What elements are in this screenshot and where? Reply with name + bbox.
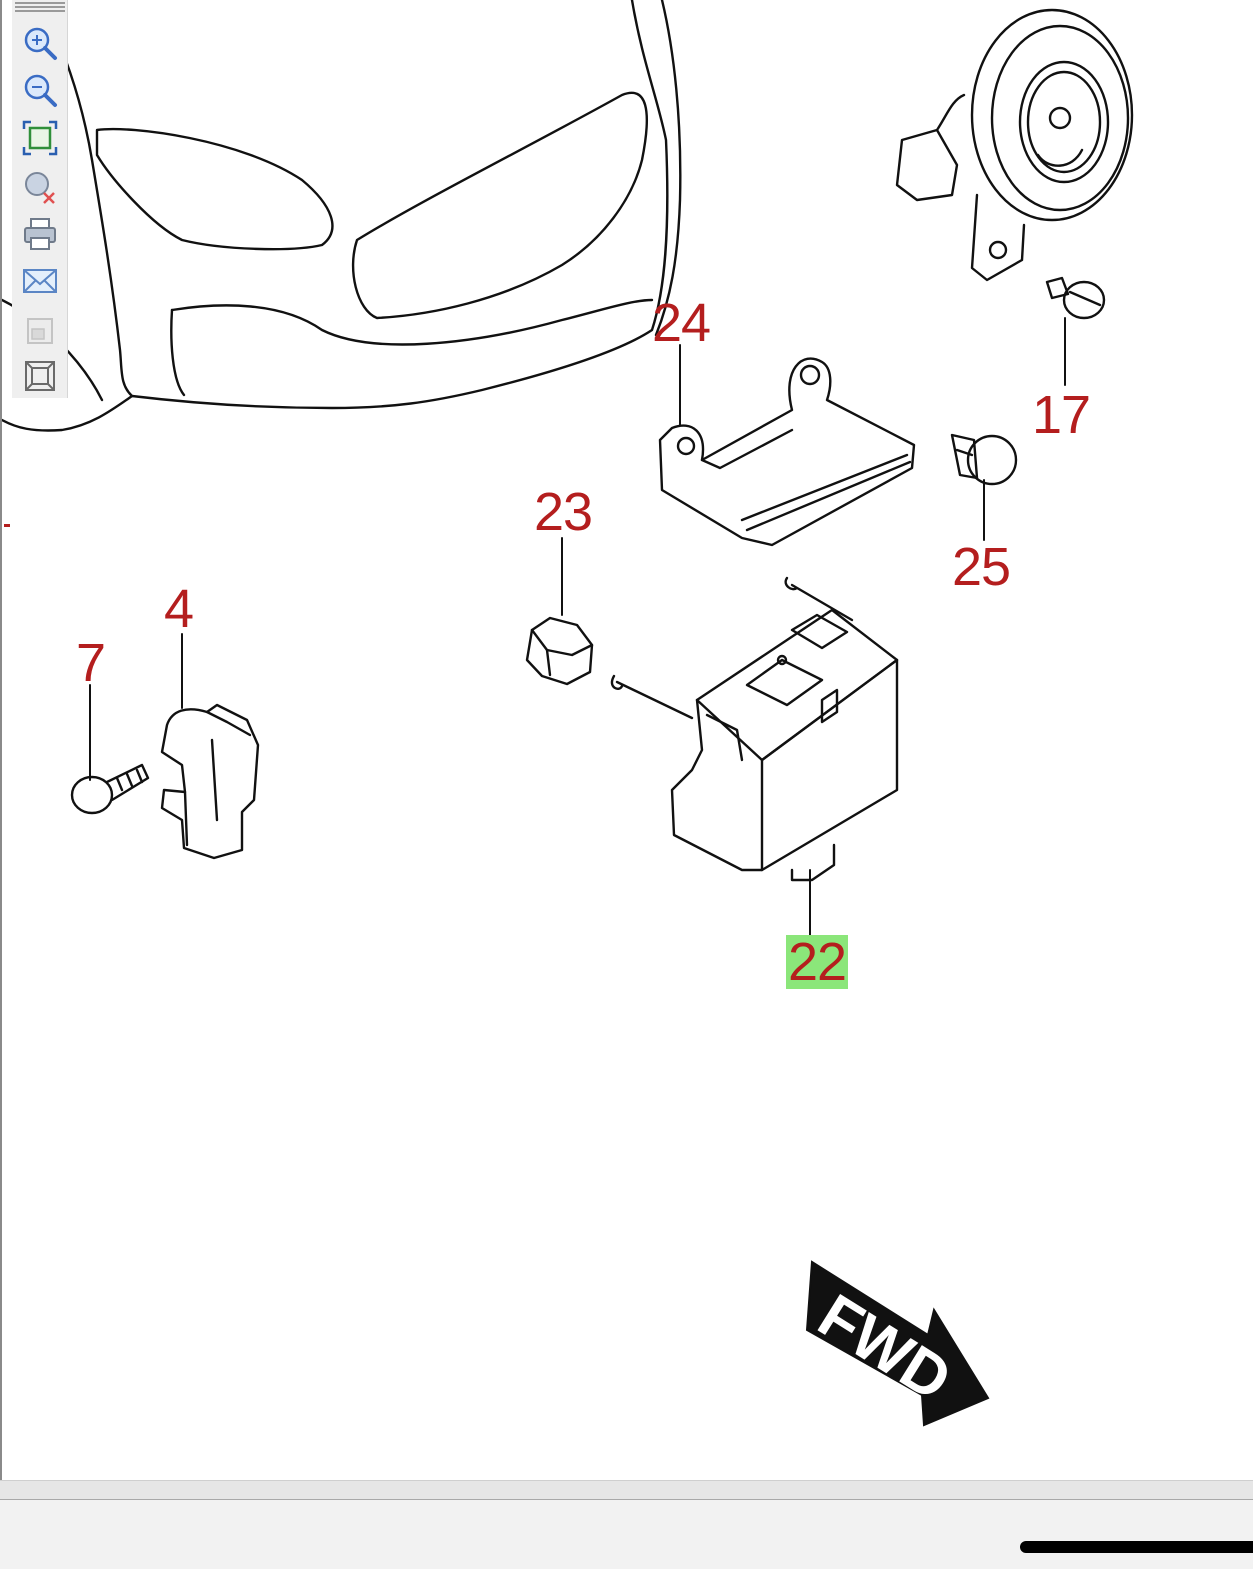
bottom-bar [0,1500,1253,1569]
email-button[interactable] [21,262,59,300]
email-icon [23,269,57,293]
zoom-in-button[interactable] [21,24,59,62]
sensor-4-drawing [160,703,260,860]
toolbar-grip[interactable] [15,2,65,16]
leader-lines [89,317,1066,936]
zoom-out-icon [24,74,57,107]
horizontal-scrollbar[interactable] [0,1480,1253,1500]
module-22-drawing [610,576,899,882]
nut-23-drawing [525,616,594,686]
callout-23[interactable]: 23 [534,482,593,542]
horn-drawing [895,8,1134,282]
select-area-icon [25,361,55,391]
forward-direction-arrow: FWD [805,1260,990,1427]
diagram-viewer: FWD 24 17 23 25 4 7 22 [0,0,1134,1480]
print-button[interactable] [21,215,59,253]
fit-to-window-button[interactable] [21,119,59,157]
zoom-in-icon [24,27,57,60]
callout-17[interactable]: 17 [1032,385,1091,445]
fit-to-window-icon [22,120,58,156]
reset-zoom-icon [25,172,55,204]
parts-diagram: FWD [2,0,1134,1427]
bolt-17-drawing [1045,276,1106,320]
callout-7[interactable]: 7 [76,633,106,693]
select-area-button[interactable] [21,357,59,395]
copy-icon [27,318,53,344]
print-icon [24,218,56,250]
callout-24[interactable]: 24 [652,293,711,353]
home-indicator[interactable] [1020,1541,1253,1553]
edge-marker [4,524,10,527]
callout-25[interactable]: 25 [952,537,1011,597]
callout-4[interactable]: 4 [164,579,194,639]
bracket-24-drawing [658,357,916,547]
front-bumper-drawing [2,0,682,432]
viewer-toolbar [12,0,68,398]
clip-25-drawing [950,433,1018,486]
copy-button[interactable] [21,312,59,350]
reset-zoom-button[interactable] [21,168,59,206]
bolt-7-drawing [70,763,150,815]
callout-22-selected[interactable]: 22 [786,932,849,992]
zoom-out-button[interactable] [21,71,59,109]
